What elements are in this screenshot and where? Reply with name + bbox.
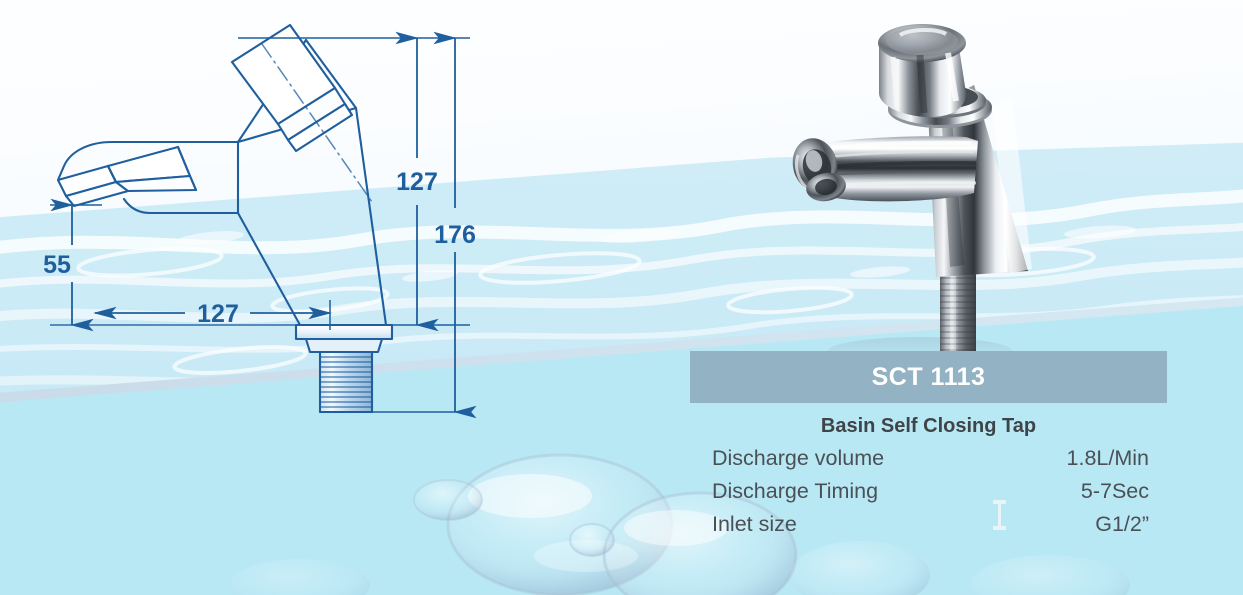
spec-row-discharge-volume: Discharge volume 1.8L/Min [712,442,1149,475]
dimension-label-176: 176 [434,221,476,249]
dimension-spout-reach [93,300,332,330]
dimension-label-55: 55 [43,251,71,279]
drawing-spout [56,140,240,215]
technical-dimension-drawing: 55 127 127 176 [43,23,477,419]
spec-label-discharge-timing: Discharge Timing [712,479,879,503]
product-photo-chrome-tap [792,24,1032,360]
photo-push-button [878,24,966,117]
spec-row-inlet-size: Inlet size G1/2” [712,508,1149,541]
model-code-band: SCT 1113 [690,351,1167,403]
specification-card: SCT 1113 Basin Self Closing Tap Discharg… [690,351,1167,541]
model-code-text: SCT 1113 [871,362,986,391]
spec-label-inlet-size: Inlet size [712,512,797,536]
text-cursor-icon [993,500,1006,530]
dimension-label-body-127: 127 [396,168,438,196]
drawing-threaded-shank [318,350,374,414]
spec-value-inlet-size: G1/2” [1095,512,1149,536]
spec-row-discharge-timing: Discharge Timing 5-7Sec [712,475,1149,508]
photo-spout [792,136,978,202]
specification-rows: Discharge volume 1.8L/Min Discharge Timi… [690,442,1167,541]
dimension-label-reach-127: 127 [197,300,239,328]
photo-threaded-shank [940,273,976,355]
product-name-title: Basin Self Closing Tap [820,415,1037,437]
spec-value-discharge-volume: 1.8L/Min [1066,446,1149,470]
drawing-base-flange [294,323,394,354]
drawing-push-button [230,23,373,203]
spec-value-discharge-timing: 5-7Sec [1080,479,1149,503]
spec-label-discharge-volume: Discharge volume [712,446,885,470]
